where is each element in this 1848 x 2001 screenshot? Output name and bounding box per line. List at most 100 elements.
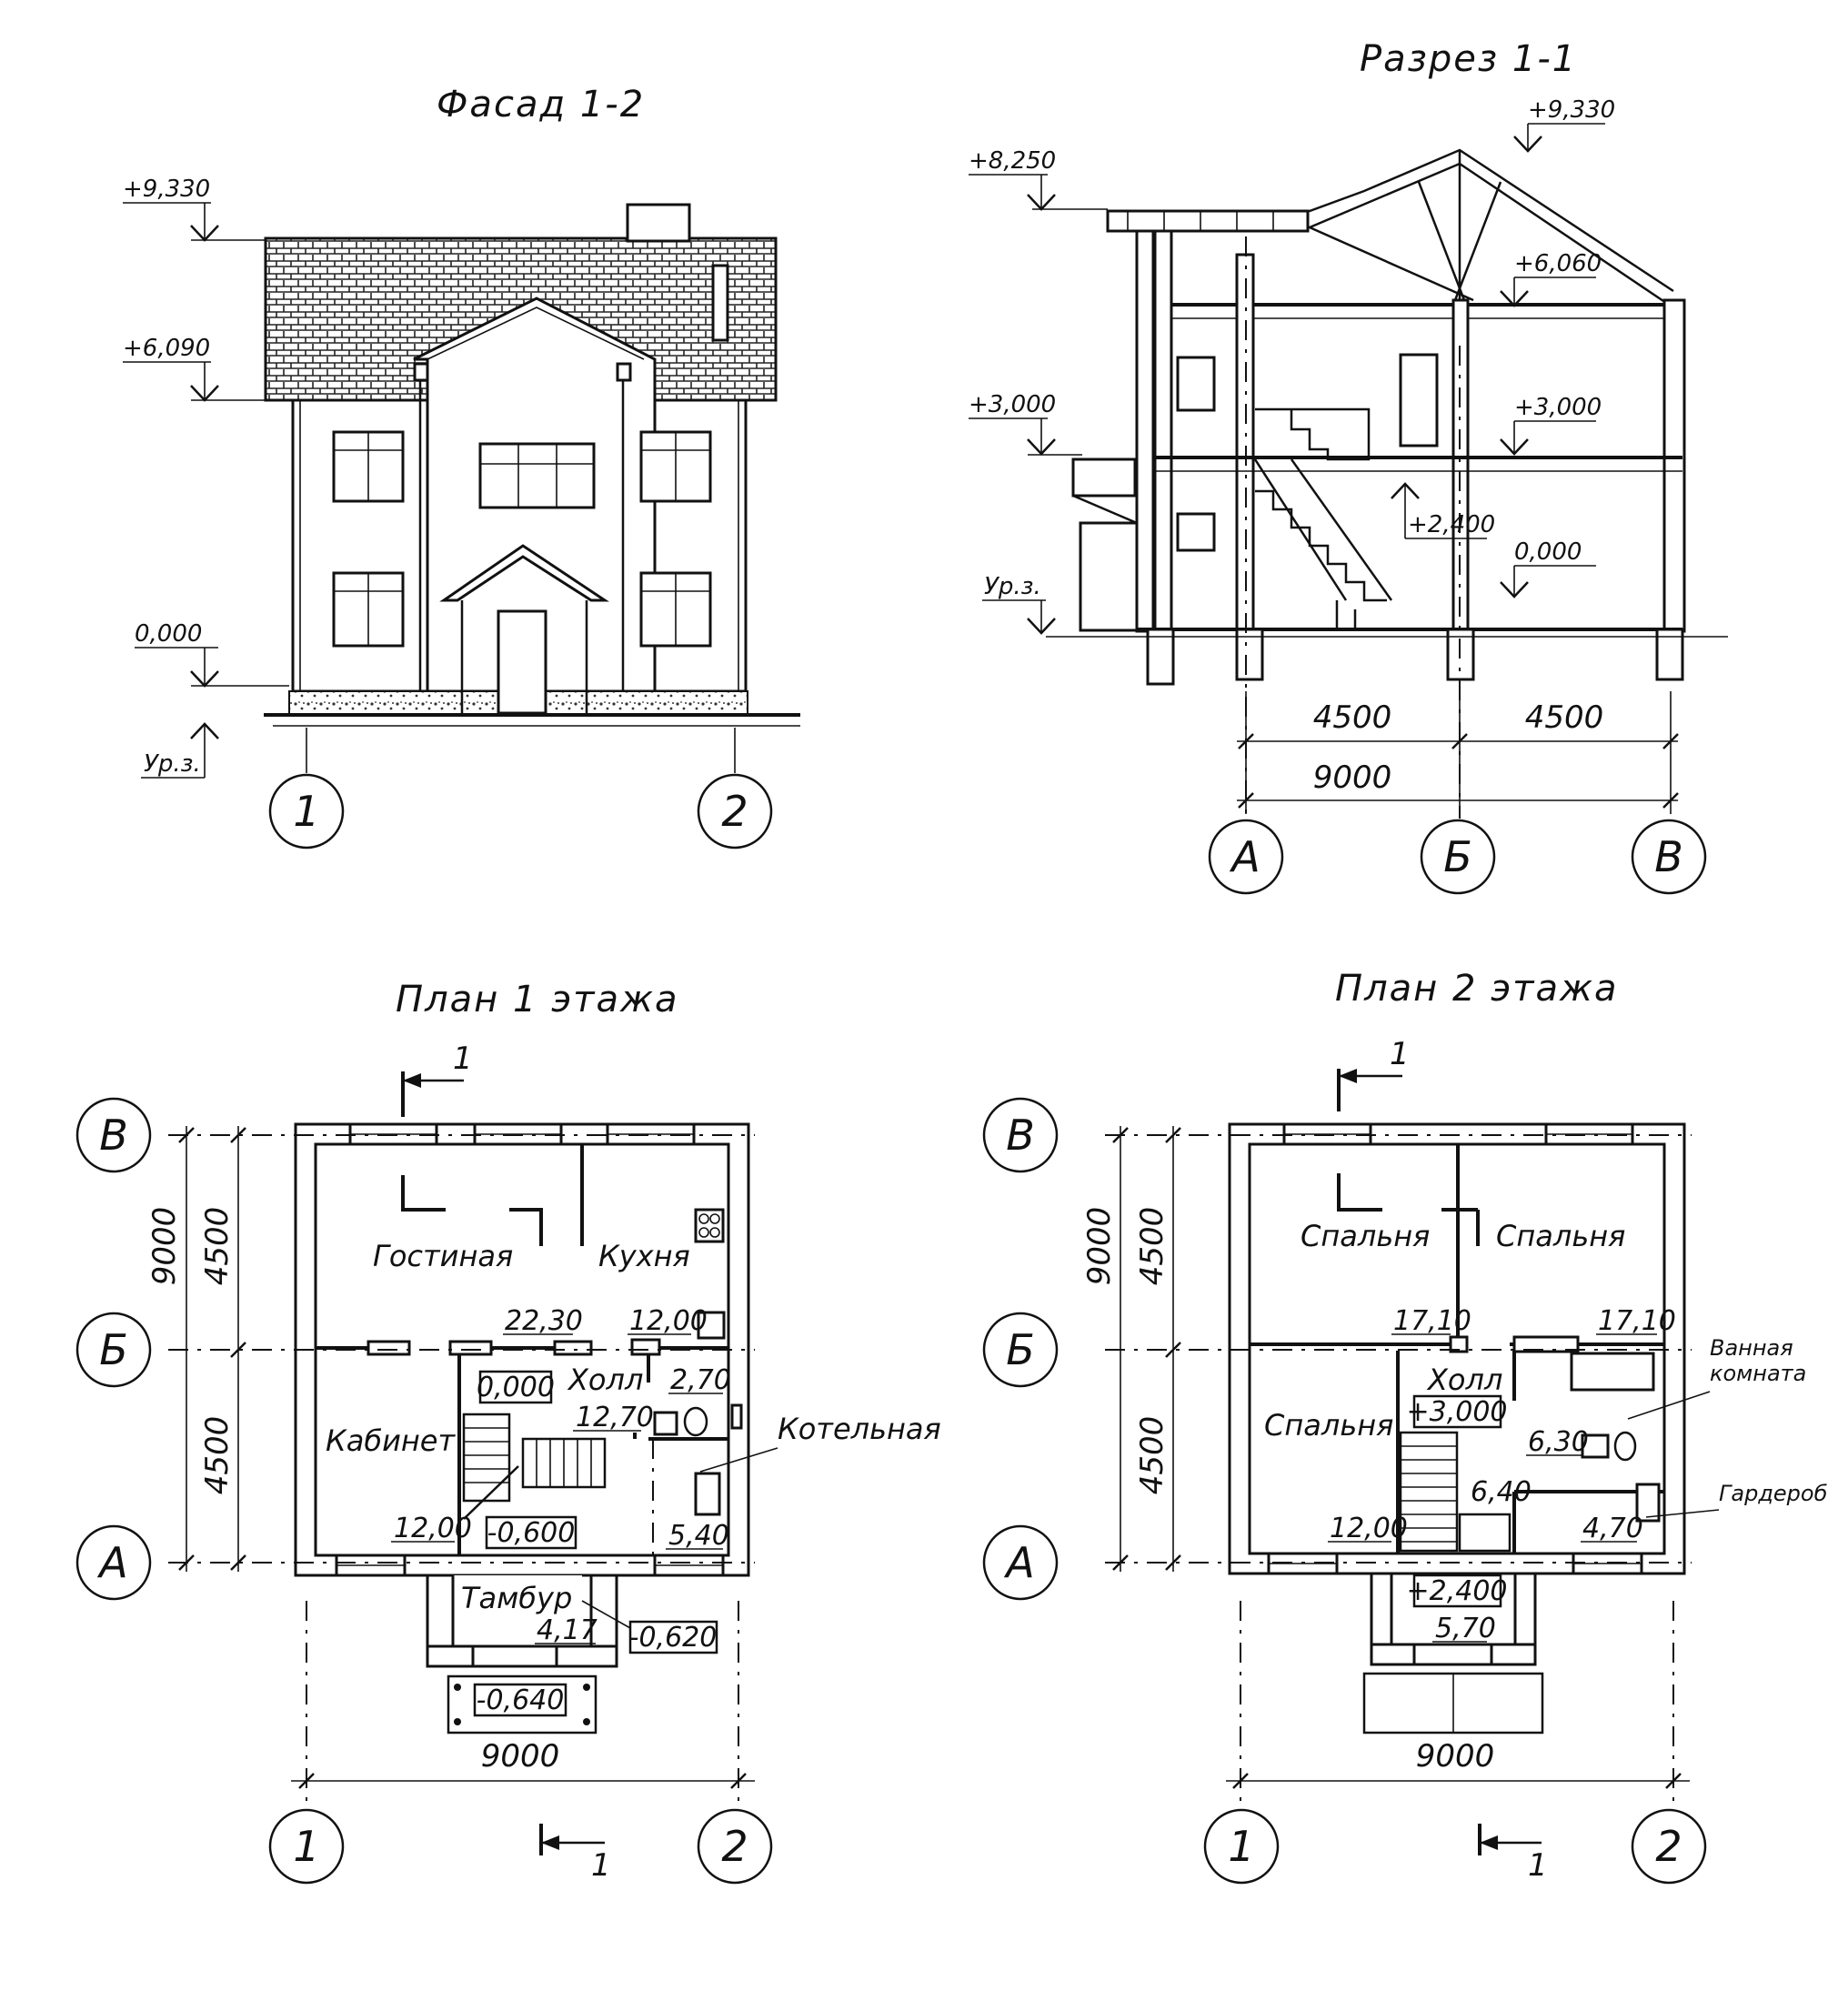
plan1-vertical-dimensions: 9000 4500 4500 [146,1126,246,1572]
svg-text:Б: Б [1006,1325,1035,1374]
svg-text:2: 2 [721,787,748,836]
svg-text:1: 1 [453,1041,473,1077]
plan1-section-mark-top: 1 [401,1041,473,1117]
svg-text:В: В [99,1111,128,1160]
facade-level-top: +9,330 [123,176,210,203]
plan1-room-hall: Холл [567,1362,643,1397]
plan1-room-boiler: Котельная [778,1412,941,1446]
section-level-8250: +8,250 [969,147,1056,175]
plan1-room-living: Гостиная [373,1239,513,1273]
svg-text:22,30: 22,30 [505,1305,583,1337]
plan1-dim-total-v: 9000 [146,1207,183,1286]
facade-level-eaves: +6,090 [123,335,210,362]
facade-windows [332,430,712,648]
plan1-axis-a: А [75,1524,152,1601]
plan1-axis-v: В [75,1097,152,1173]
svg-text:1: 1 [293,1822,319,1871]
plan2-vertical-dimensions: 9000 4500 4500 [1081,1126,1181,1572]
plan1-dim-bottom-v: 4500 [199,1416,236,1495]
plan1-room-kitchen: Кухня [598,1239,690,1273]
plan1-horizontal-dimension: 9000 [291,1738,755,1789]
section-level-marks: +8,250 +9,330 +6,060 +3,000 +3,000 +2,40… [969,96,1615,635]
plan-1-floor: План 1 этажа 1 1 [75,979,941,1885]
section-level-ground: Ур.з. [984,573,1041,600]
plan2-dim-top-v: 4500 [1134,1207,1170,1286]
plan1-areas: 22,30 12,00 2,70 12,70 12,00 5,40 4,17 [391,1305,731,1646]
svg-text:2: 2 [721,1822,748,1871]
section-axis-b: Б [1420,819,1496,895]
facade-view: Фасад 1-2 [123,84,800,850]
svg-text:А: А [96,1538,127,1587]
plan2-room-bathroom-2: комната [1710,1361,1806,1386]
plan2-axis-2: 2 [1631,1808,1707,1885]
plan1-section-mark-bottom: 1 [539,1824,611,1884]
svg-text:Б: Б [99,1325,128,1374]
svg-text:2,70: 2,70 [670,1364,731,1396]
section-level-2400: +2,400 [1408,511,1495,538]
svg-text:-0,620: -0,620 [629,1622,718,1654]
section-level-3000-left: +3,000 [969,391,1056,418]
plan1-dim-top-v: 4500 [199,1207,236,1286]
plan1-axis-1: 1 [268,1808,345,1885]
svg-text:+2,400: +2,400 [1406,1575,1507,1607]
svg-text:В: В [1006,1111,1035,1160]
svg-text:А: А [1229,832,1260,881]
svg-text:6,30: 6,30 [1528,1426,1589,1458]
plan2-dim-bottom-v: 4500 [1134,1416,1170,1495]
svg-text:12,70: 12,70 [576,1402,654,1433]
section-title: Разрез 1-1 [1360,38,1577,80]
svg-text:1: 1 [591,1847,611,1884]
svg-text:2: 2 [1655,1822,1682,1871]
section-dim-ab: 4500 [1313,699,1392,736]
plan2-section-mark-top: 1 [1337,1036,1410,1111]
plan1-room-office: Кабинет [326,1423,456,1458]
facade-level-zero: 0,000 [135,620,202,648]
plan1-room-vestibule: Тамбур [461,1581,572,1615]
svg-text:12,00: 12,00 [394,1513,472,1544]
svg-text:12,00: 12,00 [629,1305,708,1337]
plan-2-floor: План 2 этажа 1 1 [982,968,1828,1885]
plan2-dim-total-v: 9000 [1081,1207,1118,1286]
plan1-title: План 1 этажа [396,979,679,1021]
facade-entrance-door [497,609,547,715]
section-dim-total: 9000 [1313,759,1392,796]
svg-text:+3,000: +3,000 [1406,1396,1507,1428]
svg-text:0,000: 0,000 [477,1372,555,1403]
svg-text:5,40: 5,40 [668,1520,729,1552]
plan1-axis-2: 2 [697,1808,773,1885]
section-dim-bv: 4500 [1525,699,1604,736]
plan2-axis-b: Б [982,1312,1059,1388]
section-level-6060: +6,060 [1514,250,1602,277]
plan1-axis-b: Б [75,1312,152,1388]
roof-vent [711,264,729,342]
plan2-axis-1: 1 [1203,1808,1280,1885]
plan2-room-hall: Холл [1426,1362,1502,1397]
facade-title: Фасад 1-2 [437,84,645,126]
svg-text:-0,600: -0,600 [487,1517,576,1549]
svg-text:6,40: 6,40 [1471,1476,1532,1508]
section-axis-a: А [1208,819,1284,895]
plan2-room-bedroom-tr: Спальня [1496,1219,1625,1253]
svg-text:12,00: 12,00 [1330,1513,1408,1544]
svg-text:4,17: 4,17 [537,1614,598,1646]
plan1-level-tags: 0,000 -0,600 -0,620 -0,640 [473,1370,718,1717]
plan2-axis-v: В [982,1097,1059,1173]
facade-axis-2: 2 [697,773,773,850]
plan2-dim-bottom: 9000 [1416,1738,1495,1775]
section-axis-v: В [1631,819,1707,895]
svg-text:Б: Б [1443,832,1472,881]
facade-axis-1: 1 [268,773,345,850]
plan2-title: План 2 этажа [1335,968,1619,1010]
section-level-9330: +9,330 [1528,96,1615,124]
plan2-axis-a: А [982,1524,1059,1601]
plan2-room-wardrobe: Гардероб [1719,1481,1828,1506]
svg-text:В: В [1654,832,1683,881]
svg-text:1: 1 [293,787,319,836]
plan2-horizontal-dimension: 9000 [1226,1738,1690,1789]
svg-text:17,10: 17,10 [1598,1305,1676,1337]
svg-text:1: 1 [1528,1847,1548,1884]
section-level-zero: 0,000 [1514,538,1582,566]
section-view: Разрез 1-1 [969,38,1728,895]
plan1-dim-bottom: 9000 [481,1738,560,1775]
